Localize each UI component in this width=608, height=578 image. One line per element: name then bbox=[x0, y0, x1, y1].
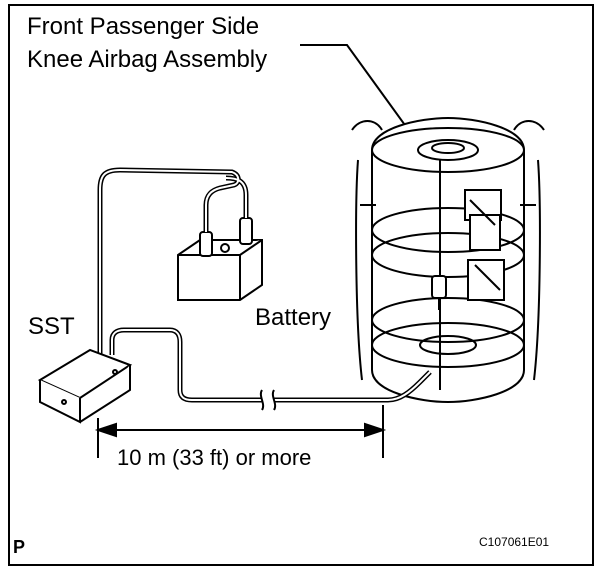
sst-tool-icon bbox=[37, 348, 133, 424]
distance-dimension bbox=[94, 405, 387, 458]
airbag-disposal-cage-icon bbox=[351, 116, 545, 404]
title-label-line1: Front Passenger Side bbox=[27, 13, 260, 40]
distance-label: 10 m (33 ft) or more bbox=[117, 445, 312, 470]
battery-label: Battery bbox=[255, 304, 332, 331]
cable-break-mark bbox=[259, 389, 277, 411]
title-label-line2: Knee Airbag Assembly bbox=[27, 46, 268, 73]
figure-code: C107061E01 bbox=[479, 535, 550, 549]
corner-label: P bbox=[13, 537, 26, 557]
sst-label: SST bbox=[28, 313, 75, 340]
